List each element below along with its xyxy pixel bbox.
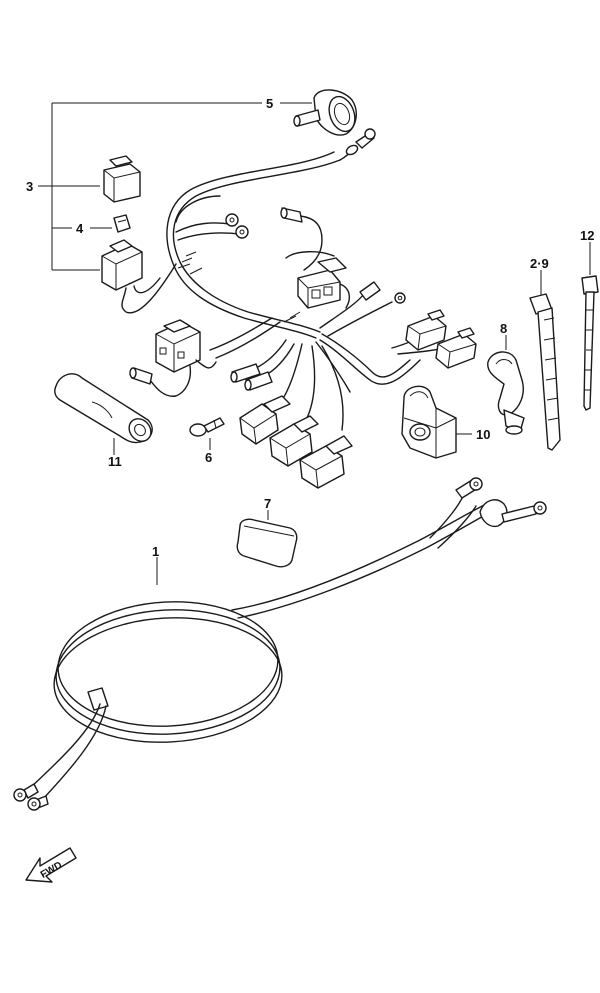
callout-12: 12 xyxy=(580,228,594,243)
callout-7: 7 xyxy=(264,496,271,511)
callout-5: 5 xyxy=(266,96,273,111)
callout-4: 4 xyxy=(76,221,84,236)
callout-3: 3 xyxy=(26,179,33,194)
part-12-cable-tie xyxy=(581,275,599,411)
callout-1: 1 xyxy=(152,544,159,559)
part-11-sleeve xyxy=(54,373,153,444)
part-10-holder xyxy=(401,385,457,459)
leader-lines xyxy=(38,102,591,585)
callout-2-9: 2·9 xyxy=(530,256,549,271)
part-8-clamp xyxy=(487,351,525,435)
fwd-label: FWD xyxy=(39,860,64,881)
callout-8: 8 xyxy=(500,321,507,336)
part-5-grommet xyxy=(293,89,357,136)
callout-labels: 5 3 4 12 2·9 8 10 11 6 7 1 xyxy=(26,96,594,559)
relay-socket xyxy=(101,239,177,314)
part-2-9-cable-tie xyxy=(529,293,561,451)
fwd-arrow-icon: FWD xyxy=(25,847,77,883)
part-4-fuse xyxy=(113,214,131,233)
callout-6: 6 xyxy=(205,450,212,465)
part-6-clip xyxy=(189,417,225,437)
main-harness xyxy=(129,128,477,489)
part-7-pad xyxy=(236,518,298,568)
part-1-battery-cable xyxy=(13,477,547,811)
part-3-relay xyxy=(103,155,141,203)
callout-11: 11 xyxy=(108,454,122,469)
callout-10: 10 xyxy=(476,427,490,442)
